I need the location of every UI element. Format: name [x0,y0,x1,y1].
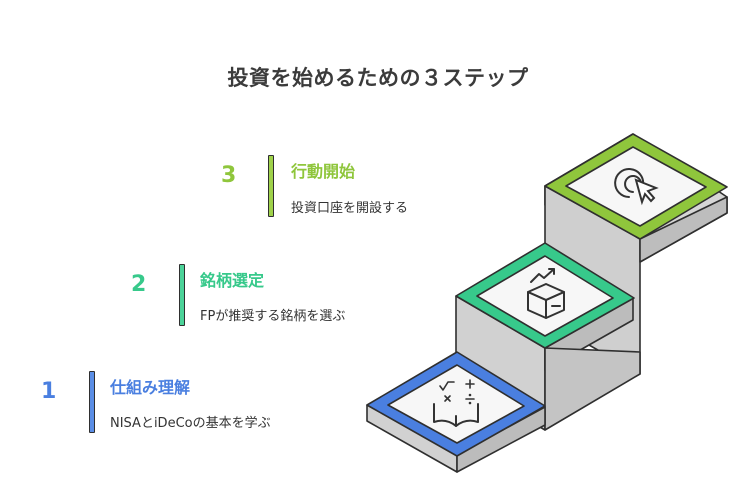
step-1-number: 1 [41,379,57,404]
step-2-bar [179,264,185,326]
step-3-title: 行動開始 [291,162,356,181]
step-2-description: FPが推奨する銘柄を選ぶ [200,309,346,324]
step-1-title: 仕組み理解 [110,378,191,397]
page-title: 投資を始めるための３ステップ [227,66,529,90]
click-cursor-icon [614,168,659,206]
step-3-number: 3 [221,163,237,188]
step-3-description: 投資口座を開設する [291,201,409,216]
step-3-top [544,133,728,240]
step-3-bar [268,155,274,217]
step-2-number: 2 [131,272,147,297]
step-1-description: NISAとiDeCoの基本を学ぶ [110,416,271,431]
middle-wall [544,347,641,431]
step-1-bar [89,371,95,433]
growth-box-icon [527,268,565,319]
upper-right-wall [639,196,728,263]
step-1-top [366,351,546,457]
step-2-top [455,242,635,349]
step-2-title: 銘柄選定 [200,271,265,290]
book-formula-icon [433,379,479,427]
